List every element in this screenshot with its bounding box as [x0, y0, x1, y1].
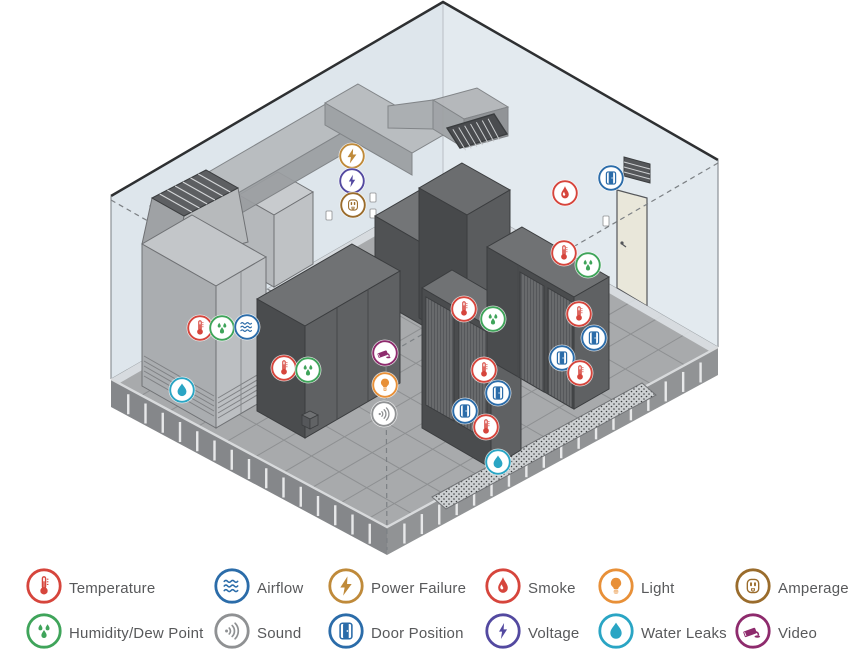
legend-label: Light — [641, 580, 675, 597]
legend-item-power-failure: Power Failure — [327, 567, 466, 610]
water-leaks-icon — [597, 612, 635, 655]
rack-mesh-door — [547, 287, 573, 409]
cable-walkway-strip — [431, 382, 657, 510]
legend-label: Voltage — [528, 625, 580, 642]
rack-mesh-door — [458, 315, 488, 441]
legend-item-amperage: Amperage — [734, 567, 849, 610]
legend-item-voltage: Voltage — [484, 612, 579, 655]
room-illustration — [110, 0, 719, 555]
legend-label: Airflow — [257, 580, 304, 597]
door-vent-grille — [623, 156, 651, 184]
light-switch — [602, 215, 610, 227]
legend-item-temperature: Temperature — [25, 567, 155, 610]
legend-label: Power Failure — [371, 580, 467, 597]
legend-item-door-position: Door Position — [327, 612, 464, 655]
wall-outlet — [325, 210, 333, 221]
voltage-icon — [484, 612, 522, 655]
light-icon — [597, 567, 635, 610]
crac-unit — [140, 169, 268, 429]
humidity-icon — [25, 612, 63, 655]
rack-mesh-door — [425, 296, 455, 422]
legend-item-humidity: Humidity/Dew Point — [25, 612, 203, 655]
legend-item-video: Video — [734, 612, 817, 655]
duct-diffuser — [431, 87, 510, 151]
legend-label: Water Leaks — [641, 625, 727, 642]
smoke-icon — [484, 567, 522, 610]
power-failure-icon — [327, 567, 365, 610]
legend-label: Video — [778, 625, 818, 642]
rack-mesh-door — [519, 271, 545, 393]
floor-pedestal-box — [301, 410, 319, 430]
ceiling-vent-grille — [445, 113, 509, 149]
amperage-icon — [734, 567, 772, 610]
crac-louvers — [143, 355, 265, 419]
legend-item-sound: Sound — [213, 612, 301, 655]
legend-label: Temperature — [69, 580, 156, 597]
legend-item-water-leaks: Water Leaks — [597, 612, 727, 655]
legend-label: Humidity/Dew Point — [69, 625, 204, 642]
crac-top-grille — [150, 169, 240, 217]
legend-label: Smoke — [528, 580, 576, 597]
door-handle — [620, 241, 624, 245]
legend-label: Sound — [257, 625, 302, 642]
temperature-icon — [25, 567, 63, 610]
legend-item-light: Light — [597, 567, 675, 610]
video-icon — [734, 612, 772, 655]
legend-label: Door Position — [371, 625, 464, 642]
wall-outlet — [369, 192, 377, 203]
legend-item-smoke: Smoke — [484, 567, 576, 610]
room-door — [616, 189, 648, 308]
sound-icon — [213, 612, 251, 655]
door-position-icon — [327, 612, 365, 655]
airflow-icon — [213, 567, 251, 610]
legend-label: Amperage — [778, 580, 849, 597]
legend-item-airflow: Airflow — [213, 567, 303, 610]
